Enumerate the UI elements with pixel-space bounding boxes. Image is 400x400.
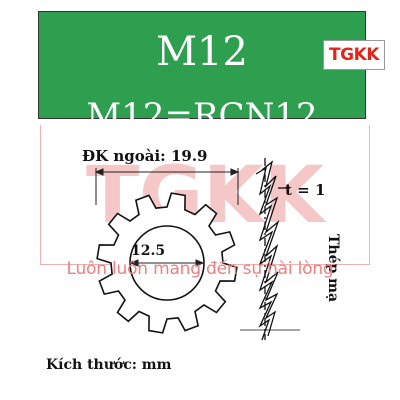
inner-dimension-line (129, 259, 205, 267)
watermark-slogan: Luôn luôn mang đến sự hài lòng (66, 259, 334, 279)
washer-side-view (240, 158, 300, 341)
material-label: Thép mạ (325, 234, 341, 303)
unit-label: Kích thước: mm (46, 357, 172, 373)
washer-front-view (96, 192, 238, 334)
inner-diameter-label: 12.5 (131, 243, 166, 259)
product-banner: M12 M12=RCN12 TGKK (38, 11, 385, 134)
outer-dimension-line (94, 168, 240, 205)
thickness-label: t = 1 (285, 181, 326, 199)
brand-logo-text: TGKK (329, 45, 379, 65)
outer-diameter-label: ĐK ngoài: 19.9 (82, 147, 208, 165)
product-subtitle: M12=RCN12 (86, 96, 318, 136)
brand-logo: TGKK (323, 40, 385, 70)
product-title: M12 (156, 29, 248, 75)
